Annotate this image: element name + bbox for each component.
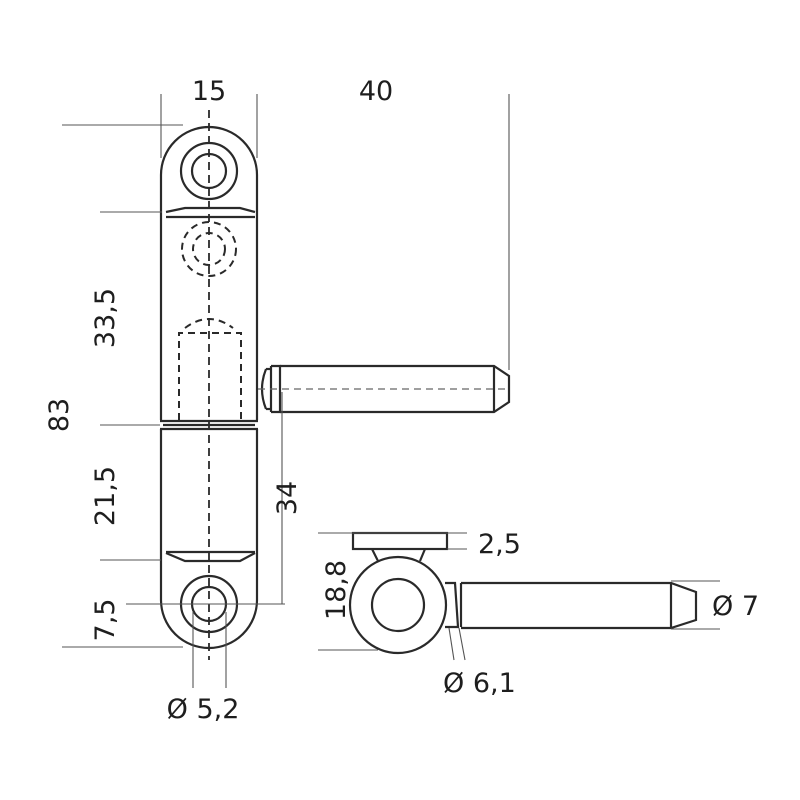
dim-width-top: 15 (192, 76, 226, 107)
dim-total-height: 83 (44, 398, 75, 432)
dimension-labels: 15 40 83 33,5 21,5 7,5 34 Ø 5,2 2,5 18,8… (44, 76, 759, 725)
side-pin-front (258, 364, 511, 414)
dim-plate-thickness: 2,5 (478, 529, 521, 560)
dim-pin-offset: 40 (359, 76, 393, 107)
dim-eye-diameter: 18,8 (321, 560, 352, 620)
dim-upper-segment: 33,5 (90, 288, 121, 348)
dimension-lines (62, 94, 510, 688)
dim-neck-diameter: Ø 6,1 (443, 668, 516, 699)
dim-bottom-offset: 7,5 (90, 599, 121, 642)
dim-hole-diameter: Ø 5,2 (167, 694, 240, 725)
dim-pin-height: 34 (272, 481, 303, 515)
hinge-side-view (318, 531, 720, 661)
dim-pin-diameter: Ø 7 (712, 591, 759, 622)
dim-lower-segment: 21,5 (90, 466, 121, 526)
hinge-front-view (159, 110, 259, 660)
